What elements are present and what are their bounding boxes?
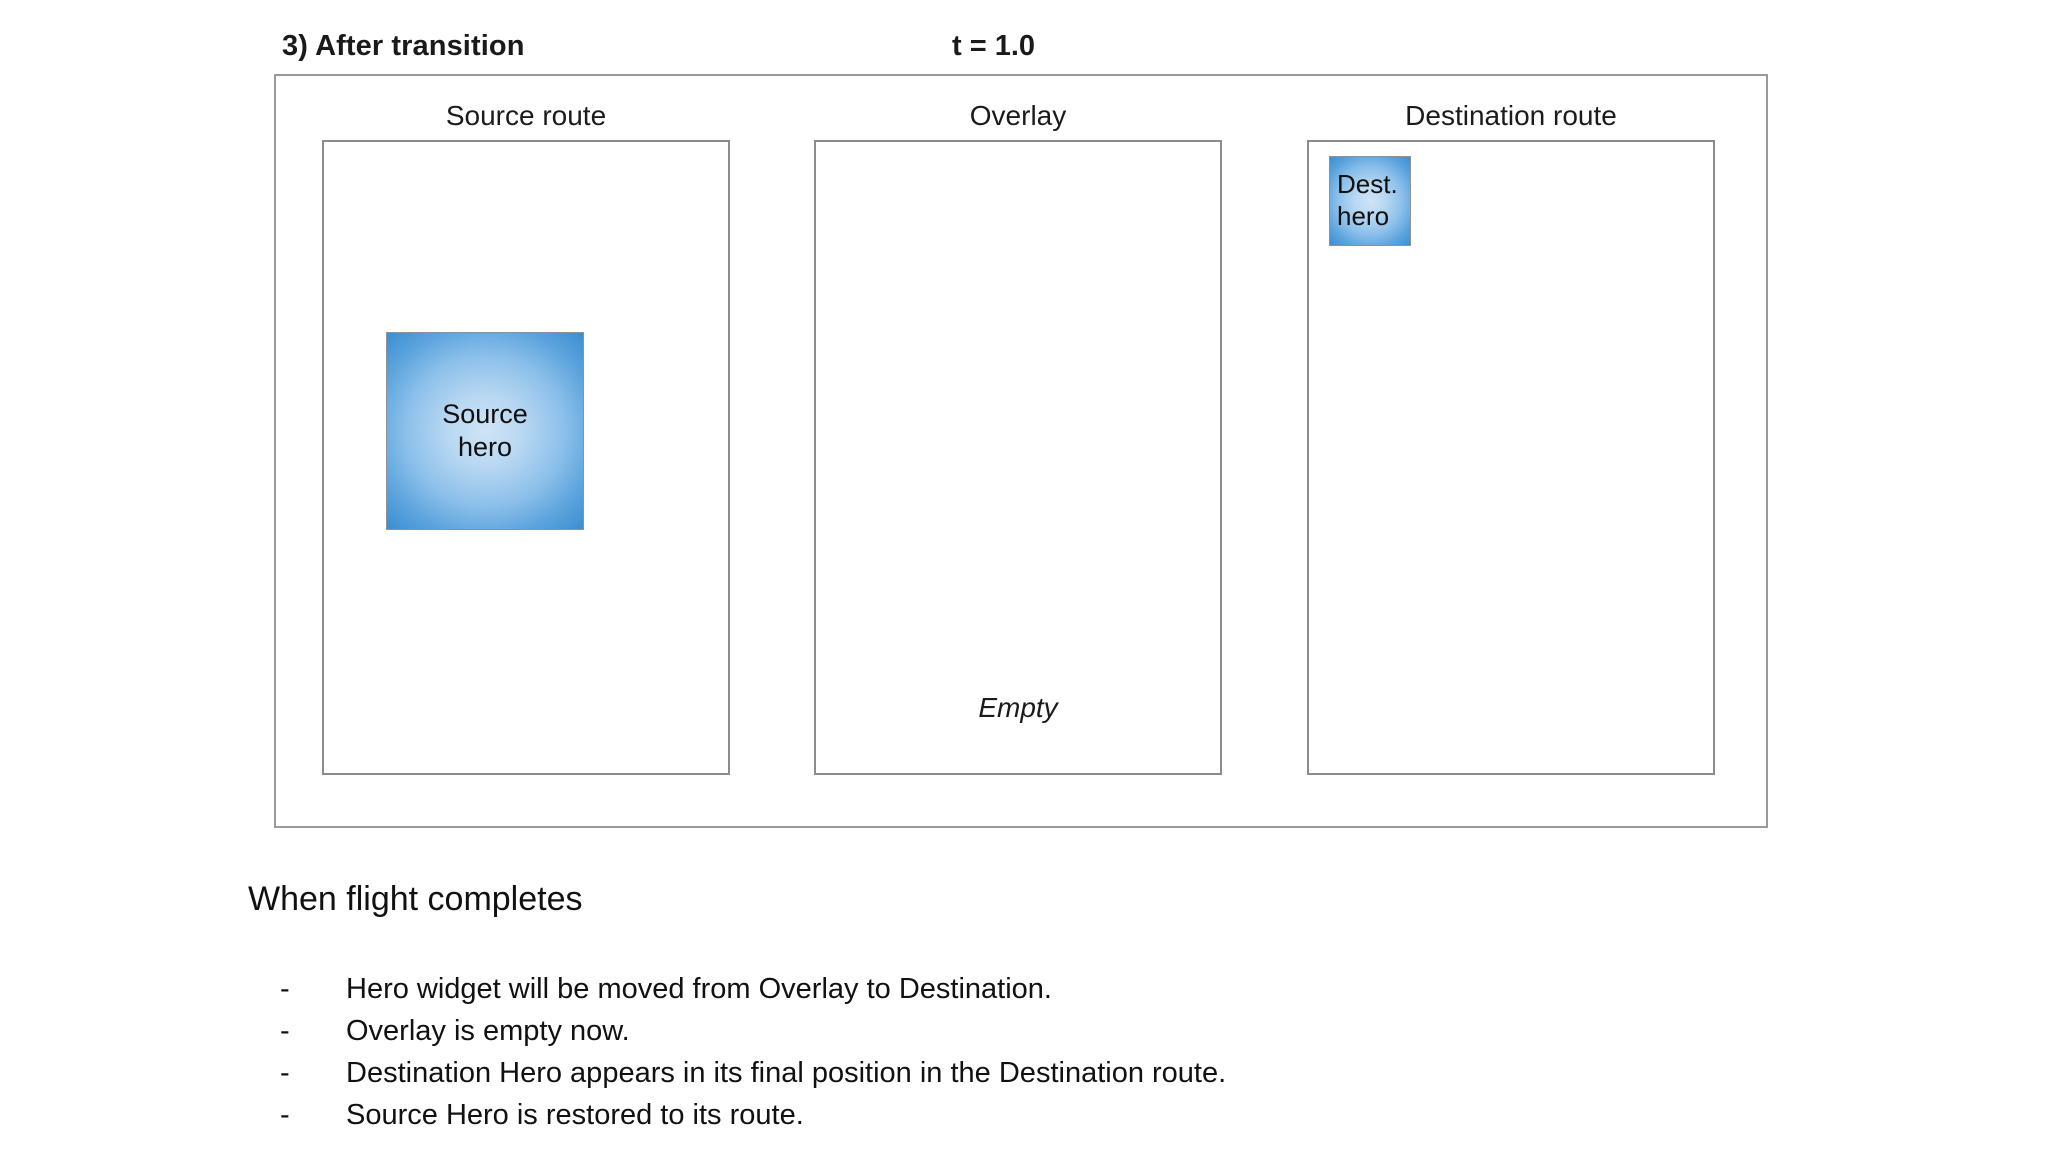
overlay-empty-label: Empty xyxy=(978,692,1058,723)
bullet-text: Destination Hero appears in its final po… xyxy=(346,1057,1227,1089)
list-item: - Destination Hero appears in its final … xyxy=(280,1052,1226,1094)
source-hero-widget: Source hero xyxy=(386,332,584,530)
column-heading-source: Source route xyxy=(445,100,607,131)
list-item: - Hero widget will be moved from Overlay… xyxy=(280,968,1226,1010)
panel-destination-route: Dest. hero xyxy=(1307,140,1715,775)
bullet-text: Overlay is empty now. xyxy=(346,1015,630,1047)
destination-hero-line-1: Dest. xyxy=(1337,169,1398,200)
source-hero-line-2: hero xyxy=(457,432,513,462)
panel-overlay: Empty xyxy=(814,140,1222,775)
destination-hero-widget: Dest. hero xyxy=(1329,156,1411,246)
bullet-marker: - xyxy=(280,1057,290,1089)
source-hero-line-1: Source xyxy=(442,399,528,430)
slide-title: 3) After transition xyxy=(282,30,525,62)
column-heading-overlay: Overlay xyxy=(969,100,1067,131)
list-item: - Overlay is empty now. xyxy=(280,1010,1226,1052)
caption-heading: When flight completes xyxy=(248,880,583,918)
panel-source-route: Source hero xyxy=(322,140,730,775)
bullet-marker: - xyxy=(280,1099,290,1131)
transition-time-label: t = 1.0 xyxy=(952,30,1036,62)
bullet-text: Hero widget will be moved from Overlay t… xyxy=(346,973,1052,1005)
list-item: - Source Hero is restored to its route. xyxy=(280,1094,1226,1136)
column-heading-destination: Destination route xyxy=(1405,100,1617,131)
diagram-frame: Source route Overlay Destination route S… xyxy=(274,74,1768,828)
destination-hero-line-2: hero xyxy=(1337,201,1390,231)
bullet-marker: - xyxy=(280,973,290,1005)
caption-bullet-list: - Hero widget will be moved from Overlay… xyxy=(280,968,1226,1136)
bullet-text: Source Hero is restored to its route. xyxy=(346,1099,804,1131)
bullet-marker: - xyxy=(280,1015,290,1047)
